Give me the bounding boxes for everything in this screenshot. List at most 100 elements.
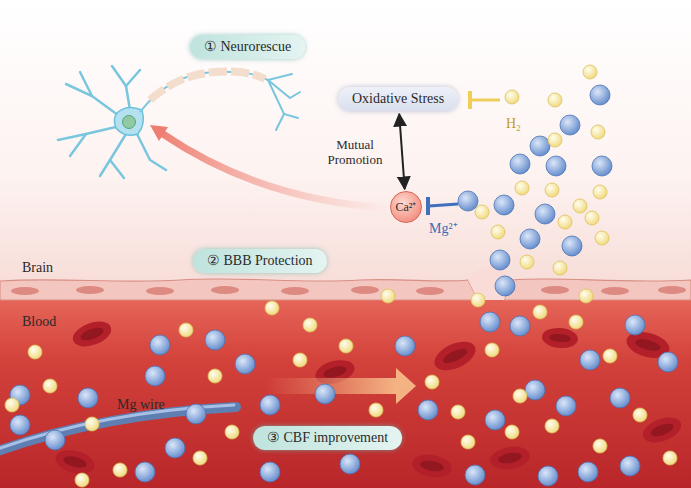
- magnesium-ions: [485, 410, 505, 430]
- magnesium-ions: [578, 462, 598, 482]
- magnesium-ions: [458, 191, 478, 211]
- magnesium-ions: [494, 195, 514, 215]
- red-blood-cells: [322, 364, 348, 380]
- magnesium-ions: [556, 396, 576, 416]
- red-blood-cells: [419, 459, 444, 473]
- hydrogen-molecules: [225, 425, 239, 439]
- hydrogen-molecules: [369, 403, 383, 417]
- hydrogen-molecules: [85, 417, 99, 431]
- magnesium-ions: [495, 276, 515, 296]
- hydrogen-molecules: [583, 65, 597, 79]
- brain-tissue: [0, 0, 691, 290]
- magnesium-ions: [535, 204, 555, 224]
- neuron: [66, 84, 122, 118]
- magnesium-ions: [150, 335, 170, 355]
- red-blood-cells: [541, 326, 579, 349]
- magnesium-ions: [205, 330, 225, 350]
- hydrogen-molecules: [545, 183, 559, 197]
- neuron: [58, 66, 300, 178]
- magnesium-ions: [135, 462, 155, 482]
- node-text: Ca²⁺: [396, 198, 417, 216]
- red-blood-cells: [410, 452, 453, 481]
- process-pill: Oxidative Stress: [338, 87, 458, 111]
- magnesium-ions: [186, 404, 206, 424]
- neuron: [150, 71, 265, 100]
- hydrogen-molecules: [593, 185, 607, 199]
- hydrogen-molecules: [425, 375, 439, 389]
- hydrogen-molecules: [265, 301, 279, 315]
- inhibition-bars: [468, 91, 472, 109]
- ion-label: Mg²⁺: [429, 221, 458, 237]
- endothelium-layer: [416, 287, 444, 295]
- hydrogen-molecules: [485, 343, 499, 357]
- neuron: [140, 72, 268, 112]
- node-text: ③ CBF improvement: [267, 430, 388, 445]
- red-blood-cells: [488, 444, 531, 473]
- red-blood-cells: [497, 451, 522, 465]
- neuron: [114, 107, 143, 135]
- hydrogen-molecules: [573, 199, 587, 213]
- magnesium-ions: [580, 350, 600, 370]
- blood-vessel: [0, 294, 691, 488]
- node-text: Oxidative Stress: [352, 91, 444, 106]
- red-blood-cells: [69, 317, 114, 351]
- hydrogen-molecules: [603, 349, 617, 363]
- step-pill: ② BBB Protection: [193, 249, 327, 273]
- hydrogen-molecules: [471, 293, 485, 307]
- edge-label: Mutual Promotion: [319, 137, 391, 167]
- magnesium-ions: [525, 380, 545, 400]
- magnesium-ions: [480, 312, 500, 332]
- hydrogen-molecules: [75, 473, 89, 487]
- flow-arrow: [266, 368, 416, 404]
- magnesium-ions: [620, 456, 640, 476]
- neuron: [276, 114, 284, 130]
- red-blood-cells: [69, 317, 114, 351]
- ion-circle: Ca²⁺: [390, 191, 422, 223]
- hydrogen-molecules: [515, 181, 529, 195]
- magnesium-ions: [658, 352, 678, 372]
- magnesium-ions: [546, 156, 566, 176]
- hydrogen-molecules: [505, 425, 519, 439]
- hydrogen-molecules: [558, 215, 572, 229]
- magnesium-ions: [625, 315, 645, 335]
- magnesium-ions: [315, 384, 335, 404]
- neuron: [268, 80, 298, 118]
- node-text: ① Neurorescue: [204, 39, 291, 54]
- red-blood-cells: [410, 452, 453, 481]
- endothelium-layer: [351, 286, 379, 294]
- red-blood-cells: [53, 446, 97, 478]
- hydrogen-molecules: [461, 435, 475, 449]
- neuron: [112, 66, 130, 110]
- neuron: [58, 126, 120, 140]
- magnesium-ions: [395, 336, 415, 356]
- magnesium-ions: [45, 430, 65, 450]
- hydrogen-molecules: [28, 345, 42, 359]
- neuron: [123, 116, 136, 129]
- magnesium-ions: [145, 366, 165, 386]
- neuron: [110, 160, 124, 178]
- hydrogen-molecules: [293, 353, 307, 367]
- neuron: [126, 70, 140, 86]
- endothelium-layer: [11, 287, 39, 295]
- hydrogen-molecules: [548, 93, 562, 107]
- magnesium-ions: [510, 154, 530, 174]
- endothelium-layer: [541, 286, 569, 294]
- magnesium-ions: [610, 388, 630, 408]
- neuron: [268, 74, 300, 130]
- red-blood-cells: [549, 333, 572, 343]
- hydrogen-molecules: [339, 339, 353, 353]
- magnesium-ions: [235, 354, 255, 374]
- endothelium-layer: [211, 286, 239, 294]
- red-blood-cells: [79, 325, 105, 343]
- red-blood-cells: [430, 336, 480, 376]
- hydrogen-molecules: [595, 231, 609, 245]
- calcium-arrow: [150, 125, 168, 141]
- hydrogen-molecules: [193, 451, 207, 465]
- hydrogen-molecules: [5, 398, 19, 412]
- endothelium-layer: [76, 286, 104, 294]
- magnesium-ions: [520, 229, 540, 249]
- red-blood-cells: [430, 336, 480, 376]
- mg-wire: [0, 405, 236, 452]
